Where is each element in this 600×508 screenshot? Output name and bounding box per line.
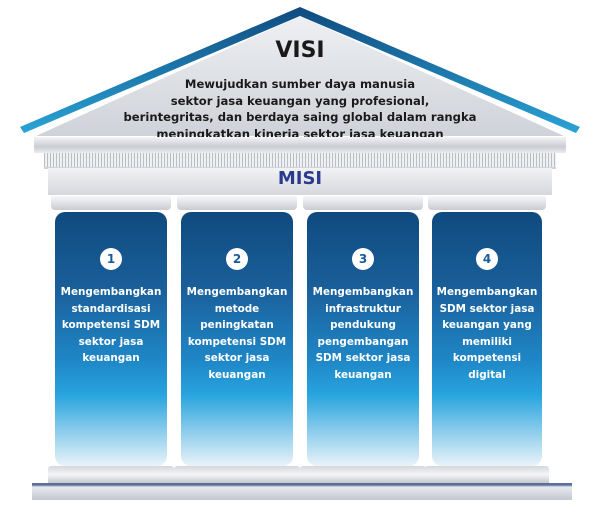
mission-text: Mengembangkan metode peningkatan kompetensi… bbox=[181, 284, 293, 383]
floor-base bbox=[32, 483, 572, 500]
mission-line: kompetensi bbox=[452, 352, 522, 364]
mission-number-badge: 1 bbox=[100, 248, 122, 270]
mission-line: memiliki bbox=[462, 335, 512, 348]
mission-line: digital bbox=[468, 368, 506, 381]
cornice bbox=[34, 137, 566, 153]
visi-line: berintegritas, dan berdaya saing global … bbox=[123, 110, 477, 124]
misi-title: MISI bbox=[277, 168, 323, 189]
mission-line: kompetensi SDM bbox=[187, 335, 287, 348]
column-capital bbox=[177, 196, 297, 210]
mission-line: kompetensi SDM bbox=[61, 319, 161, 331]
column-capital bbox=[303, 196, 423, 210]
mission-line: Mengembangkan bbox=[186, 286, 288, 298]
dentil-band bbox=[44, 153, 556, 169]
mission-number-badge: 3 bbox=[352, 248, 374, 270]
mission-number-badge: 2 bbox=[226, 248, 248, 270]
visi-statement: Mewujudkan sumber daya manusia sektor ja… bbox=[120, 76, 480, 142]
mission-line: pengembangan bbox=[317, 335, 409, 348]
visi-line: sektor jasa keuangan yang profesional, bbox=[170, 93, 430, 108]
mission-line: Mengembangkan bbox=[60, 286, 162, 298]
visi-title: VISI bbox=[275, 38, 325, 63]
mission-line: sektor jasa bbox=[204, 352, 270, 364]
column-base bbox=[300, 466, 426, 483]
column-capital bbox=[51, 196, 171, 210]
mission-line: Mengembangkan bbox=[436, 286, 538, 298]
mission-line: peningkatan bbox=[200, 319, 274, 331]
mission-line: pendukung bbox=[330, 319, 396, 331]
column-base bbox=[48, 466, 174, 483]
mission-line: keuangan bbox=[208, 368, 266, 381]
mission-line: SDM sektor jasa bbox=[439, 302, 535, 315]
mission-line: metode bbox=[214, 302, 260, 315]
mission-line: standardisasi bbox=[71, 302, 151, 315]
frieze bbox=[48, 168, 552, 195]
column-base bbox=[425, 466, 549, 483]
mission-line: infrastruktur bbox=[325, 302, 401, 315]
column-base bbox=[174, 466, 300, 483]
mission-line: keuangan bbox=[334, 368, 392, 381]
mission-line: Mengembangkan bbox=[312, 286, 414, 298]
mission-line: keuangan bbox=[82, 352, 140, 364]
column-capital bbox=[428, 196, 546, 210]
mission-line: sektor jasa bbox=[78, 335, 144, 348]
pediment bbox=[36, 16, 564, 136]
mission-number-badge: 4 bbox=[476, 248, 498, 270]
mission-text: Mengembangkan infrastruktur pendukung penge… bbox=[307, 284, 419, 383]
mission-text: Mengembangkan standardisasi kompetensi SDM… bbox=[55, 284, 167, 367]
mission-line: SDM sektor jasa bbox=[315, 352, 411, 364]
roof bbox=[20, 7, 580, 136]
mission-line: keuangan yang bbox=[442, 319, 532, 331]
visi-line: Mewujudkan sumber daya manusia bbox=[184, 77, 416, 91]
